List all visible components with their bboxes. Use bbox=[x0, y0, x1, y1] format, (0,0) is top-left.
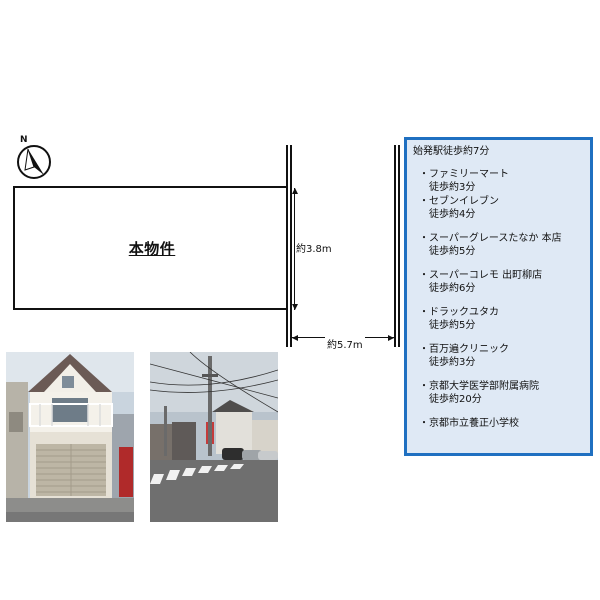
facility-distance: 徒歩約20分 bbox=[429, 394, 482, 405]
facility-distance: 徒歩約5分 bbox=[429, 320, 476, 331]
facility-name: ・百万遍クリニック bbox=[419, 344, 509, 355]
nearby-facilities-panel: 始発駅徒歩約7分 ・ファミリーマート 徒歩約3分 ・セブンイレブン 徒歩約4分 … bbox=[404, 137, 593, 456]
road-line bbox=[290, 145, 292, 347]
facility-item: ・百万遍クリニック 徒歩約3分 bbox=[413, 343, 584, 369]
facility-distance: 徒歩約4分 bbox=[429, 209, 476, 220]
facility-item: ・スーパーグレースたなか 本店 徒歩約5分 bbox=[413, 232, 584, 258]
road-line bbox=[394, 145, 396, 347]
height-dimension-line bbox=[294, 188, 295, 310]
facility-name: ・京都市立養正小学校 bbox=[419, 418, 519, 429]
north-arrow-icon: N bbox=[14, 135, 54, 181]
facility-name: ・ファミリーマート bbox=[419, 169, 509, 180]
building-photo bbox=[6, 352, 134, 522]
street-photo bbox=[150, 352, 278, 522]
facility-distance: 徒歩約3分 bbox=[429, 357, 476, 368]
facility-name: ・ドラックユタカ bbox=[419, 307, 499, 318]
facility-distance: 徒歩約3分 bbox=[429, 182, 476, 193]
facility-item: ・セブンイレブン 徒歩約4分 bbox=[413, 195, 584, 221]
arrow-up-icon bbox=[291, 188, 298, 194]
facility-name: ・セブンイレブン bbox=[419, 196, 499, 207]
facility-distance: 徒歩約6分 bbox=[429, 283, 476, 294]
arrow-left-icon bbox=[292, 334, 298, 341]
property-label: 本物件 bbox=[128, 240, 176, 258]
facility-name: ・スーパーコレモ 出町柳店 bbox=[419, 270, 543, 281]
compass-letter: N bbox=[20, 135, 28, 145]
facility-item: ・スーパーコレモ 出町柳店 徒歩約6分 bbox=[413, 269, 584, 295]
road-line bbox=[398, 145, 400, 347]
height-dimension-label: 約3.8m bbox=[296, 244, 332, 255]
width-dimension-label: 約5.7m bbox=[325, 336, 365, 351]
road-line bbox=[286, 145, 288, 347]
facility-name: ・スーパーグレースたなか 本店 bbox=[419, 233, 562, 244]
station-access-text: 始発駅徒歩約7分 bbox=[413, 146, 490, 157]
facility-item: ・ドラックユタカ 徒歩約5分 bbox=[413, 306, 584, 332]
arrow-down-icon bbox=[291, 304, 298, 310]
facility-item: ・京都市立養正小学校 bbox=[413, 417, 584, 430]
facility-item: ・ファミリーマート 徒歩約3分 bbox=[413, 168, 584, 194]
arrow-right-icon bbox=[388, 334, 394, 341]
facility-item: ・京都大学医学部附属病院 徒歩約20分 bbox=[413, 380, 584, 406]
facility-distance: 徒歩約5分 bbox=[429, 246, 476, 257]
property-outline bbox=[13, 186, 288, 310]
facility-name: ・京都大学医学部附属病院 bbox=[419, 381, 539, 392]
